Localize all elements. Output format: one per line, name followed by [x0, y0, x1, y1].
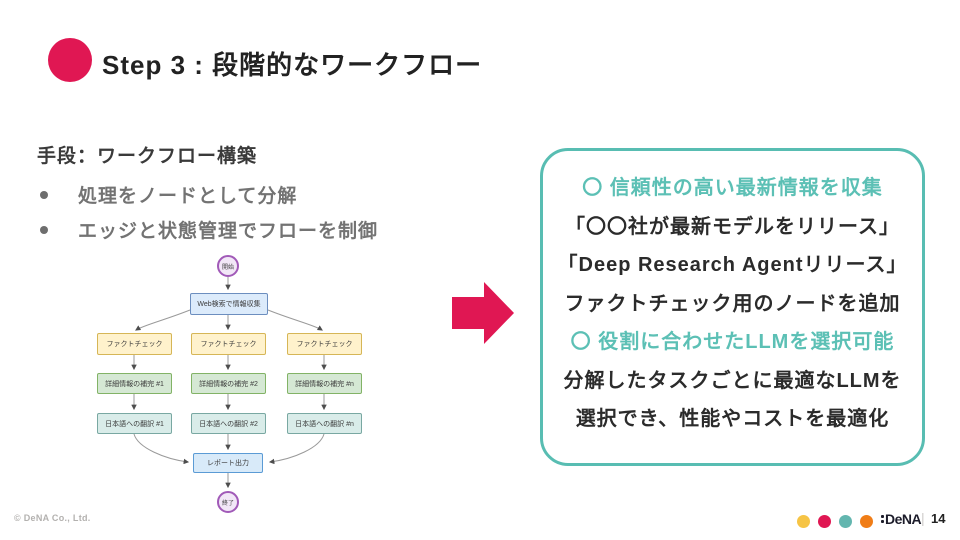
- dena-logo-text: DeNA: [885, 511, 922, 527]
- copyright-text: © DeNA Co., Ltd.: [14, 513, 91, 523]
- flow-node-translate-3: 日本語への翻訳 #n: [287, 413, 362, 434]
- bullet-item: エッジと状態管理でフローを制御: [40, 216, 378, 243]
- page-number-separator: |: [921, 510, 925, 526]
- flow-node-fact-check-1: ファクトチェック: [97, 333, 172, 355]
- workflow-diagram: 開始 Web検索で情報収集 ファクトチェック ファクトチェック ファクトチェック…: [80, 250, 440, 520]
- flow-edges: [131, 277, 327, 489]
- bullet-label: 処理をノードとして分解: [78, 186, 298, 207]
- flow-node-fact-check-2: ファクトチェック: [191, 333, 266, 355]
- callout-line: ファクトチェック用のノードを追加: [564, 292, 901, 315]
- bullet-item: 処理をノードとして分解: [40, 181, 297, 208]
- callout-line: 〇 信頼性の高い最新情報を収集: [582, 177, 883, 199]
- callout-line: 「〇〇社が最新モデルをリリース」: [565, 215, 900, 238]
- flow-node-web-search: Web検索で情報収集: [190, 293, 268, 315]
- callout-line: 分解したタスクごとに最適なLLMを: [563, 369, 902, 392]
- flow-node-detail-1: 詳細情報の補完 #1: [97, 373, 172, 394]
- benefits-callout-box: 〇 信頼性の高い最新情報を収集 「〇〇社が最新モデルをリリース」 「Deep R…: [540, 148, 925, 466]
- flow-node-fact-check-3: ファクトチェック: [287, 333, 362, 355]
- flow-node-translate-1: 日本語への翻訳 #1: [97, 413, 172, 434]
- brand-dot-orange: [860, 515, 873, 528]
- brand-dot-teal: [839, 515, 852, 528]
- dena-logo-colon-icon: [881, 515, 884, 523]
- brand-dots: [797, 515, 873, 528]
- callout-line: 選択でき、性能やコストを最適化: [575, 408, 890, 430]
- right-arrow-icon: [452, 282, 514, 344]
- flow-node-end: 終了: [217, 491, 239, 513]
- brand-dot-red: [818, 515, 831, 528]
- page-number: 14: [931, 511, 946, 526]
- flow-node-detail-3: 詳細情報の補完 #n: [287, 373, 362, 394]
- callout-line: 〇 役割に合わせたLLMを選択可能: [570, 331, 895, 353]
- flow-node-report: レポート出力: [193, 453, 263, 473]
- flow-node-translate-2: 日本語への翻訳 #2: [191, 413, 266, 434]
- bullet-label: エッジと状態管理でフローを制御: [78, 221, 379, 242]
- title-accent-circle: [48, 38, 92, 82]
- page-title: Step 3 : 段階的なワークフロー: [102, 50, 483, 80]
- section-heading: 手段：ワークフロー構築: [37, 146, 258, 167]
- callout-line: 「Deep Research Agentリリース」: [557, 254, 908, 276]
- flow-node-start: 開始: [217, 255, 239, 277]
- bullet-icon: [40, 225, 48, 234]
- bullet-icon: [40, 190, 48, 199]
- dena-logo: DeNA: [881, 511, 922, 527]
- flow-node-detail-2: 詳細情報の補完 #2: [191, 373, 266, 394]
- brand-dot-yellow: [797, 515, 810, 528]
